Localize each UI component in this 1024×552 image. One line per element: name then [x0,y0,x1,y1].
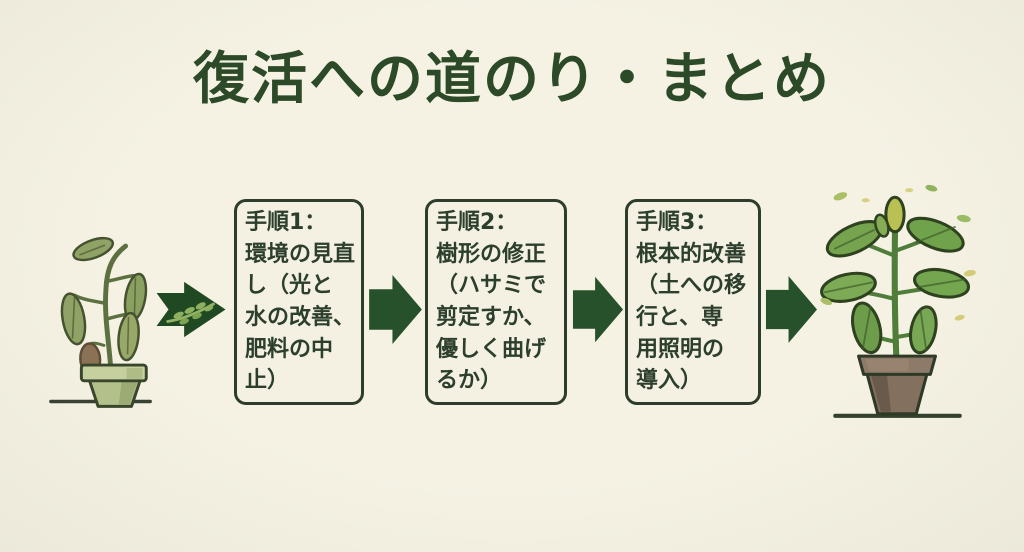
step-2-label: 手順2： 樹形の修正 （ハサミで 剪定すか、 優しく曲げ るか） [436,210,547,394]
leaf-arrow-icon [156,281,226,338]
block-arrow-icon [572,276,624,343]
step-box-3: 手順3： 根本的改善 （土への移 行と、専 用照明の 導入） [625,199,761,405]
page-title: 復活への道のり・まとめ [193,47,831,112]
step-3-label: 手順3： 根本的改善 （土への移 行と、専 用照明の 導入） [636,210,747,394]
step-1-label: 手順1： 環境の見直 し（光と 水の改善、 肥料の中 止） [245,210,356,394]
block-arrow-icon [765,276,818,343]
healthy-plant-icon [820,184,976,418]
block-arrow-icon [369,275,422,344]
step-box-1: 手順1： 環境の見直 し（光と 水の改善、 肥料の中 止） [234,199,364,405]
wilted-plant-icon [49,236,152,408]
step-box-2: 手順2： 樹形の修正 （ハサミで 剪定すか、 優しく曲げ るか） [425,199,567,405]
